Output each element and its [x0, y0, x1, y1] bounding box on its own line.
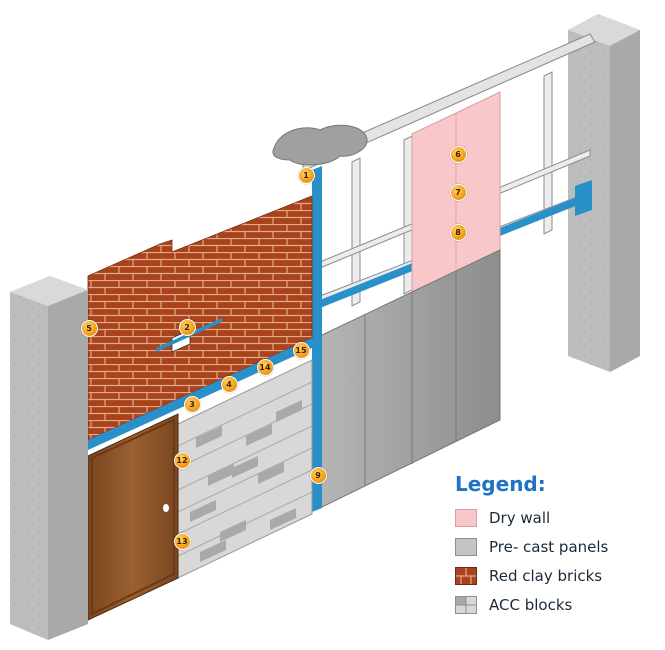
legend-label: Red clay bricks — [489, 567, 603, 585]
legend: Legend: Dry wall Pre- cast panels Red cl… — [455, 472, 655, 624]
marker-14: 14 — [256, 358, 274, 376]
marker-5: 5 — [80, 319, 98, 337]
acc-block-wall — [177, 359, 313, 579]
door — [87, 413, 179, 621]
marker-15: 15 — [292, 341, 310, 359]
marker-13: 13 — [173, 532, 191, 550]
concrete-column-right — [568, 14, 640, 372]
marker-9: 9 — [309, 466, 327, 484]
concrete-anchor — [272, 124, 368, 166]
marker-1: 1 — [297, 166, 315, 184]
vertical-stud-post — [312, 166, 322, 512]
legend-label: Dry wall — [489, 509, 551, 527]
marker-2: 2 — [178, 318, 196, 336]
legend-item-precast-panels: Pre- cast panels — [455, 537, 655, 557]
wall-bracket — [575, 180, 592, 216]
marker-7: 7 — [449, 183, 467, 201]
gray-square-icon — [455, 538, 477, 556]
legend-label: ACC blocks — [489, 596, 573, 614]
marker-12: 12 — [173, 451, 191, 469]
marker-8: 8 — [449, 223, 467, 241]
marker-6: 6 — [449, 145, 467, 163]
legend-title: Legend: — [455, 472, 546, 496]
legend-item-acc-blocks: ACC blocks — [455, 595, 655, 615]
concrete-column-left — [10, 276, 88, 640]
marker-4: 4 — [220, 375, 238, 393]
brick-icon — [455, 567, 477, 585]
pink-square-icon — [455, 509, 477, 527]
legend-item-red-clay-bricks: Red clay bricks — [455, 566, 655, 586]
tie-beam — [88, 338, 312, 450]
legend-item-dry-wall: Dry wall — [455, 508, 655, 528]
block-icon — [455, 596, 477, 614]
door-handle — [163, 504, 169, 512]
marker-3: 3 — [183, 395, 201, 413]
legend-label: Pre- cast panels — [489, 538, 609, 556]
